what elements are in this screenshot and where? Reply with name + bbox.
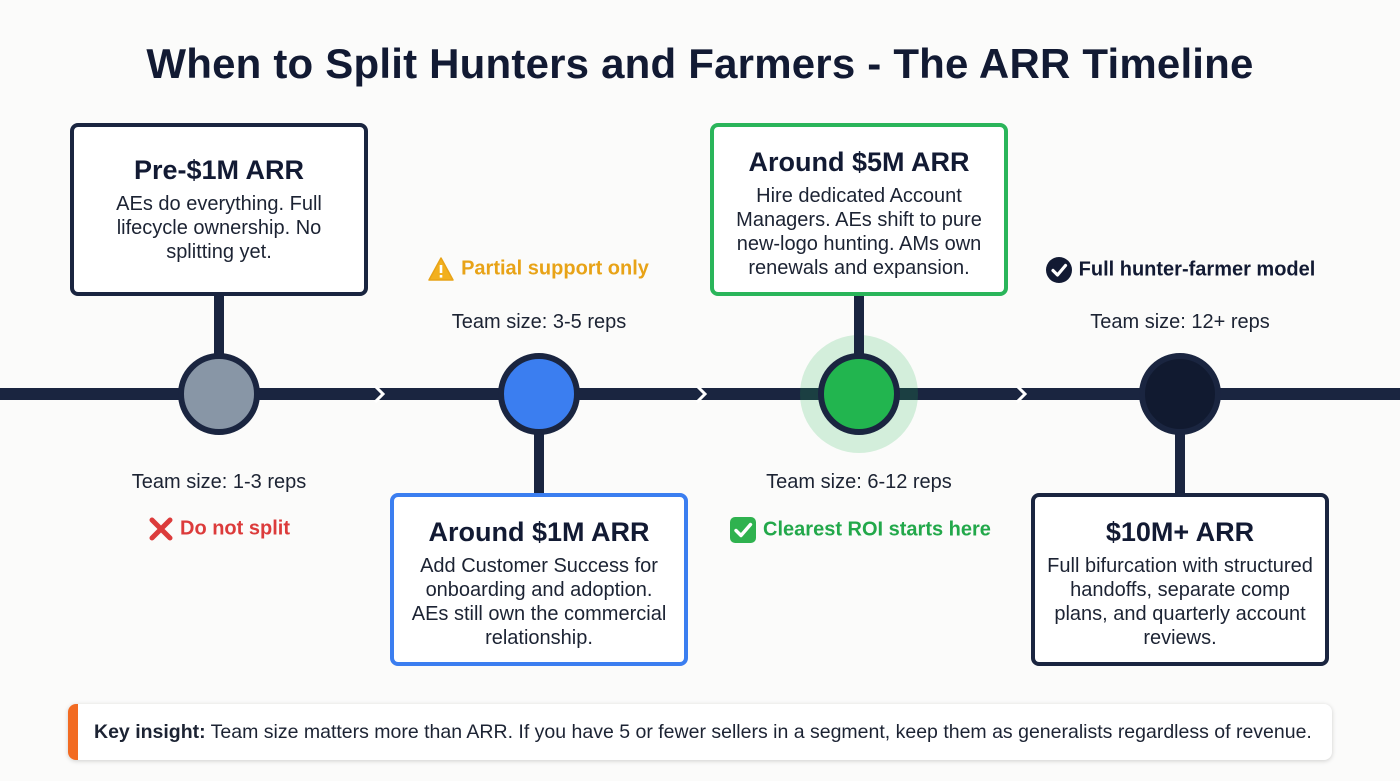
stage-card-description: Hire dedicated Account Managers. AEs shi… — [736, 185, 982, 279]
stage-connector — [1175, 434, 1185, 494]
team-size-label: Team size: 12+ reps — [1090, 311, 1270, 333]
team-size-label: Team size: 3-5 reps — [451, 311, 627, 333]
stage-card-title: Around $1M ARR — [428, 517, 650, 547]
green-check-box-icon — [730, 517, 757, 543]
status-text: Partial support only — [461, 257, 649, 280]
insight-accent-bar — [68, 704, 78, 760]
chevron-right-icon — [373, 384, 386, 404]
chevron-right-icon — [695, 384, 708, 404]
stage-connector — [214, 294, 224, 354]
stage-card-title: $10M+ ARR — [1105, 517, 1255, 547]
team-size-label: Team size: 1-3 reps — [131, 471, 307, 493]
stage-card-description: AEs do everything. Full lifecycle owners… — [116, 193, 322, 263]
stage-card-10m: $10M+ ARR Full bifurcation with structur… — [1031, 493, 1329, 666]
stage-node-10m — [1139, 353, 1221, 435]
insight-body: Team size matters more than ARR. If you … — [205, 721, 1312, 743]
chevron-right-icon — [1015, 384, 1028, 404]
stage-card-title: Pre-$1M ARR — [133, 155, 305, 185]
status-clearest-roi: Clearest ROI starts here — [700, 516, 1020, 544]
timeline-axis — [0, 388, 1400, 400]
stage-node-pre-1m — [178, 353, 260, 435]
check-circle-icon — [1045, 257, 1072, 283]
stage-card-description: Full bifurcation with structured handoff… — [1047, 555, 1313, 649]
insight-label: Key insight: — [94, 721, 206, 743]
stage-connector — [534, 434, 544, 494]
page-title: When to Split Hunters and Farmers - The … — [146, 40, 1254, 87]
team-size-label: Team size: 6-12 reps — [766, 471, 952, 493]
status-text: Clearest ROI starts here — [763, 518, 991, 541]
status-partial-support: Partial support only — [388, 256, 688, 282]
insight-text: Key insight: Team size matters more than… — [94, 704, 1312, 760]
status-do-not-split: Do not split — [69, 516, 369, 542]
status-text: Do not split — [180, 517, 290, 540]
key-insight-banner: Key insight: Team size matters more than… — [68, 704, 1332, 760]
stage-card-description: Add Customer Success for onboarding and … — [411, 555, 667, 649]
stage-node-1m — [498, 353, 580, 435]
stage-card-1m: Around $1M ARR Add Customer Success for … — [390, 493, 688, 666]
red-cross-icon — [149, 517, 173, 541]
status-text: Full hunter-farmer model — [1078, 258, 1316, 281]
stage-connector — [854, 294, 864, 354]
stage-card-pre-1m: Pre-$1M ARR AEs do everything. Full life… — [70, 123, 368, 296]
stage-node-5m — [818, 353, 900, 435]
warning-icon — [428, 257, 454, 281]
status-full-model: Full hunter-farmer model — [1020, 256, 1340, 284]
stage-card-title: Around $5M ARR — [748, 147, 970, 177]
stage-card-5m: Around $5M ARR Hire dedicated Account Ma… — [710, 123, 1008, 296]
